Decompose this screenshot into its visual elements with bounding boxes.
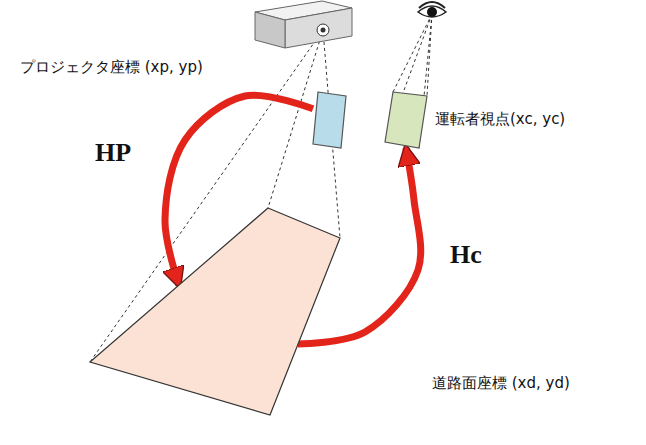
coordinate-label: 運転者視点(xc, yc): [435, 110, 565, 129]
coordinate-label: 道路面座標 (xd, yd): [432, 374, 570, 393]
plane-outline: [313, 92, 346, 148]
view-line: [393, 14, 432, 92]
homography-label: Hc: [450, 240, 482, 270]
viewer-plane: 運転者視点(xc, yc): [385, 92, 427, 148]
eye-symbol: [418, 2, 446, 17]
homography-label: HP: [95, 138, 131, 168]
plane-outline: [385, 92, 427, 148]
projector-symbol: [255, 1, 352, 48]
coordinate-label: プロジェクタ座標 (xp, yp): [20, 58, 203, 77]
projection-line: [268, 30, 323, 208]
road-plane: 道路面座標 (xd, yd): [90, 208, 342, 415]
plane-outline: [90, 208, 342, 415]
projector-plane: プロジェクタ座標 (xp, yp): [313, 92, 346, 148]
